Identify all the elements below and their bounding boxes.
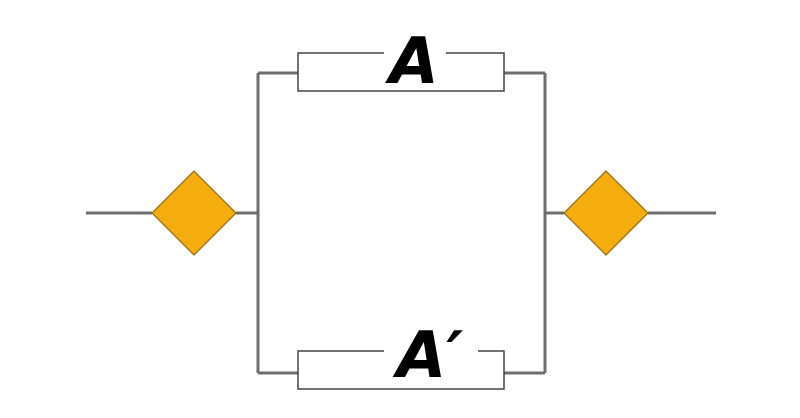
right-diamond-node bbox=[563, 170, 649, 256]
bottom-resistor: A′ bbox=[297, 319, 505, 393]
top-resistor-label-bg bbox=[384, 40, 446, 88]
bottom-resistor-label: A′ bbox=[392, 319, 464, 393]
top-resistor: A bbox=[297, 25, 505, 99]
bottom-resistor-label-bg bbox=[384, 336, 478, 384]
top-resistor-label: A bbox=[384, 25, 439, 99]
left-diamond-node bbox=[151, 170, 237, 256]
